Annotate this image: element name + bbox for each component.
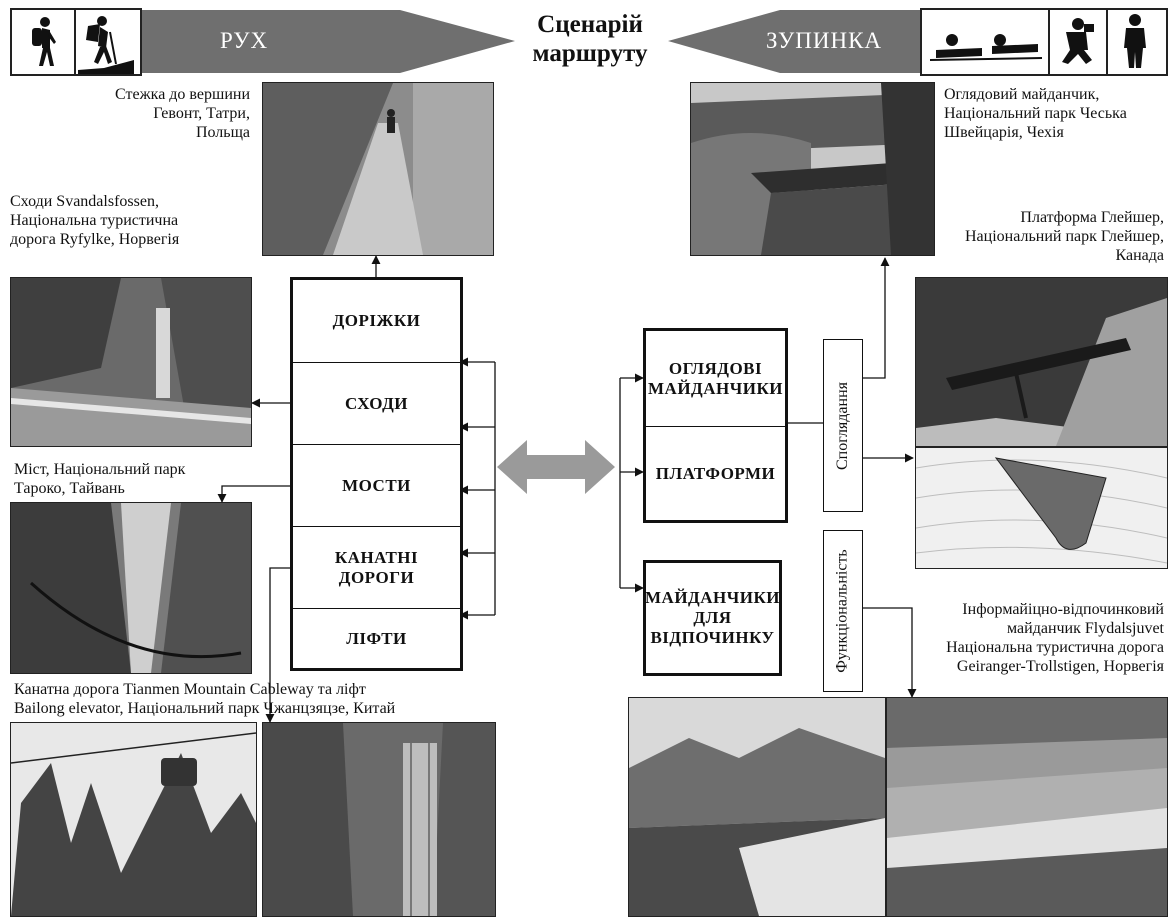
caption-flydalsjuvet: Інформайіцно-відпочинковий майданчик Fly… — [946, 601, 1164, 675]
standing-person-icon — [1106, 10, 1164, 74]
functionality-label: Функціональність — [823, 530, 863, 692]
title-line-1: Сценарій — [537, 11, 643, 38]
double-arrow — [497, 440, 615, 494]
stop-item-viewpoints: ОГЛЯДОВІ МАЙДАНЧИКИ — [648, 358, 783, 398]
caption-svandalsfossen: Сходи Svandalsfossen, Національна турист… — [10, 193, 180, 248]
header-banners — [140, 10, 922, 73]
stack-item-paths: ДОРІЖКИ — [332, 311, 421, 330]
stop-icon-box — [920, 8, 1168, 76]
movement-banner-arrow — [140, 10, 515, 73]
stop-label: ЗУПИНКА — [766, 28, 883, 53]
photo-glacier-platform — [915, 277, 1168, 447]
movement-stack: ДОРІЖКИ СХОДИ МОСТИ КАНАТНІ ДОРОГИ ЛІФТИ — [290, 277, 463, 671]
stack-item-stairs: СХОДИ — [293, 362, 460, 445]
diagram-title: Сценарій маршруту — [510, 10, 670, 68]
title-line-2: маршруту — [532, 40, 648, 67]
photo-flydalsjuvet-1 — [628, 697, 886, 917]
stack-item-cableways: КАНАТНІ ДОРОГИ — [293, 526, 460, 608]
caption-bohemian: Оглядовий майданчик, Національний парк Ч… — [944, 86, 1127, 141]
viewpoints-platforms-box: ОГЛЯДОВІ МАЙДАНЧИКИ ПЛАТФОРМИ — [643, 328, 788, 523]
caption-tianmen: Канатна дорога Tianmen Mountain Cableway… — [14, 681, 396, 717]
photo-svandalsfossen-stairs — [10, 277, 252, 447]
photo-taroko-bridge — [10, 502, 252, 674]
hiker-icon — [12, 10, 76, 74]
stop-item-platforms: ПЛАТФОРМИ — [646, 426, 785, 521]
stop-item-rest-areas: МАЙДАНЧИКИ ДЛЯ ВІДПОЧИНКУ — [643, 560, 782, 676]
photographer-icon — [1048, 10, 1108, 74]
photo-tianmen-cableway — [10, 722, 257, 917]
stack-item-bridges: МОСТИ — [293, 444, 460, 527]
contemplation-label: Споглядання — [823, 339, 863, 512]
photo-giewont-trail — [262, 82, 494, 256]
photo-bailong-elevator — [262, 722, 496, 917]
caption-taroko: Міст, Національний парк Тароко, Тайвань — [14, 461, 186, 497]
stack-item-lifts: ЛІФТИ — [293, 608, 460, 669]
connector-bridges — [217, 485, 292, 503]
photo-glacier-plan — [915, 447, 1168, 569]
caption-glacier: Платформа Глейшер, Національний парк Гле… — [965, 209, 1164, 264]
lying-people-icon — [922, 10, 1050, 74]
movement-icon-box — [10, 8, 142, 76]
connector-viewpoint — [862, 257, 890, 379]
photo-bohemian-viewpoint — [690, 82, 935, 256]
connector-rest-area — [862, 607, 917, 698]
hiker-with-stick-icon — [74, 10, 138, 74]
caption-giewont: Стежка до вершини Гевонт, Татри, Польща — [115, 86, 250, 141]
stop-banner-arrow — [668, 10, 922, 73]
photo-flydalsjuvet-2 — [886, 697, 1168, 917]
movement-label: РУХ — [220, 28, 269, 53]
